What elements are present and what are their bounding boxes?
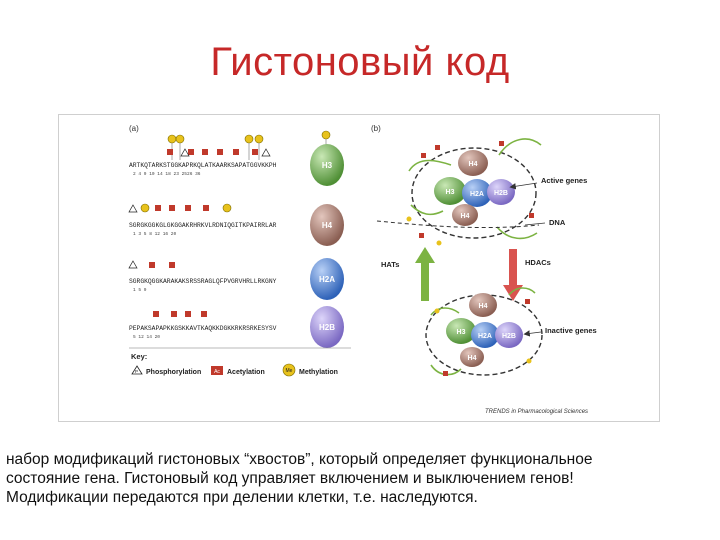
- h2b-tail-sequence: PEPAKSAPAPKKGSKKAVTKAQKKDGKKRKRSRKESYSV: [129, 325, 277, 332]
- h2a-label: H2A: [319, 275, 335, 284]
- h2a-tail-sequence: SGRGKQGGKARAKAKSRSSRAGLQFPVGRVHRLLRKGNY: [129, 278, 277, 285]
- h2b-label: H2B: [319, 323, 335, 332]
- caption-line-2: состояние гена. Гистоновый код управляет…: [6, 470, 574, 487]
- key-acetylation: Acetylation: [227, 369, 265, 376]
- h3-tail-sequence: ARTKQTARKSTGGKAPRKQLATKAARKSAPATGGVKKPH: [129, 162, 277, 169]
- key-title: Key:: [131, 352, 147, 361]
- active-h2a-label: H2A: [470, 191, 484, 198]
- active-h2b-label: H2B: [494, 190, 508, 197]
- hdacs-label: HDACs: [525, 258, 551, 267]
- hdacs-arrow: [503, 249, 523, 301]
- h4-label: H4: [322, 221, 333, 230]
- h3-label: H3: [322, 161, 333, 170]
- inactive-h2a-label: H2A: [478, 333, 492, 340]
- active-nucleosome: H4 H3 H2A H2B H4: [406, 138, 542, 246]
- dna-label: DNA: [549, 218, 566, 227]
- h4-tail-row: SGRGKGGKGLGKGGAKRHRKVLRDNIQGITKPAIRRLAR …: [128, 203, 344, 246]
- h2a-residue-numbers: 1 5 9: [133, 287, 147, 293]
- panel-b-label: (b): [371, 124, 381, 133]
- active-h4-label: H4: [469, 161, 478, 168]
- phosphorylation-symbol: [131, 365, 143, 375]
- caption-line-3: Модификации передаются при делении клетк…: [6, 489, 478, 506]
- h3-residue-numbers: 2 4 9 10 14 18 23 2526 36: [133, 171, 201, 177]
- h3-acetylation-tags: [167, 149, 258, 155]
- h4-tail-sequence: SGRGKGGKGLGKGGAKRHRKVLRDNIQGITKPAIRRLAR: [129, 222, 277, 229]
- h2b-tail-row: PEPAKSAPAPKKGSKKAVTKAQKKDGKKRKRSRKESYSV …: [129, 306, 344, 348]
- h3-histone-ball: [310, 144, 344, 186]
- active-h3-label: H3: [446, 189, 455, 196]
- hats-arrow: [415, 247, 435, 301]
- h4-residue-numbers: 1 3 5 8 12 16 20: [133, 231, 177, 237]
- h2b-residue-numbers: 5 12 14 20: [133, 334, 160, 340]
- active-genes-label: Active genes: [541, 176, 587, 185]
- inactive-nucleosome: H4 H3 H2A H2B H4: [425, 287, 543, 376]
- h2a-histone-ball: [310, 258, 344, 300]
- methylation-symbol-label: Me: [286, 368, 293, 374]
- key-methylation: Methylation: [299, 369, 338, 376]
- h3-tail-row: ARTKQTARKSTGGKAPRKQLATKAARKSAPATGGVKKPH …: [129, 130, 344, 186]
- inactive-h2b-label: H2B: [502, 333, 516, 340]
- panel-a-label: (a): [129, 124, 139, 133]
- key-phosphorylation: Phosphorylation: [146, 369, 201, 376]
- inactive-h4-lower-label: H4: [468, 355, 477, 362]
- h3-methylation-tags: [167, 130, 331, 160]
- h4-modification-tags: [128, 203, 232, 213]
- histone-code-figure: (a) ARTKQTARKSTGGKAPRKQLATKAARKSAPATGGVK…: [58, 114, 660, 422]
- h2b-histone-ball: [310, 306, 344, 348]
- acetylation-symbol: [211, 366, 223, 375]
- slide-title: Гистоновый код: [210, 40, 510, 84]
- hats-label: HATs: [381, 260, 399, 269]
- legend-key: Key: P Phosphorylation Ac Acetylation Me…: [129, 347, 351, 377]
- h4-histone-ball: [310, 204, 344, 246]
- caption-line-1: набор модификаций гистоновых “хвостов”, …: [6, 451, 593, 468]
- methylation-symbol: [282, 363, 296, 377]
- h2b-modification-tags: [153, 311, 207, 317]
- active-h4-lower-label: H4: [461, 213, 470, 220]
- phosphorylation-symbol-label: P: [135, 369, 138, 374]
- acetylation-symbol-label: Ac: [214, 369, 220, 375]
- h2a-tail-row: SGRGKQGGKARAKAKSRSSRAGLQFPVGRVHRLLRKGNY …: [128, 258, 344, 300]
- inactive-h4-label: H4: [479, 303, 488, 310]
- inactive-h3-label: H3: [457, 329, 466, 336]
- figure-source: TRENDS in Pharmacological Sciences: [485, 409, 588, 415]
- h2a-modification-tags: [128, 260, 175, 269]
- slide-caption: набор модификаций гистоновых “хвостов”, …: [6, 450, 714, 507]
- inactive-genes-label: Inactive genes: [545, 326, 597, 335]
- h3-phosphorylation-tags: [180, 148, 271, 157]
